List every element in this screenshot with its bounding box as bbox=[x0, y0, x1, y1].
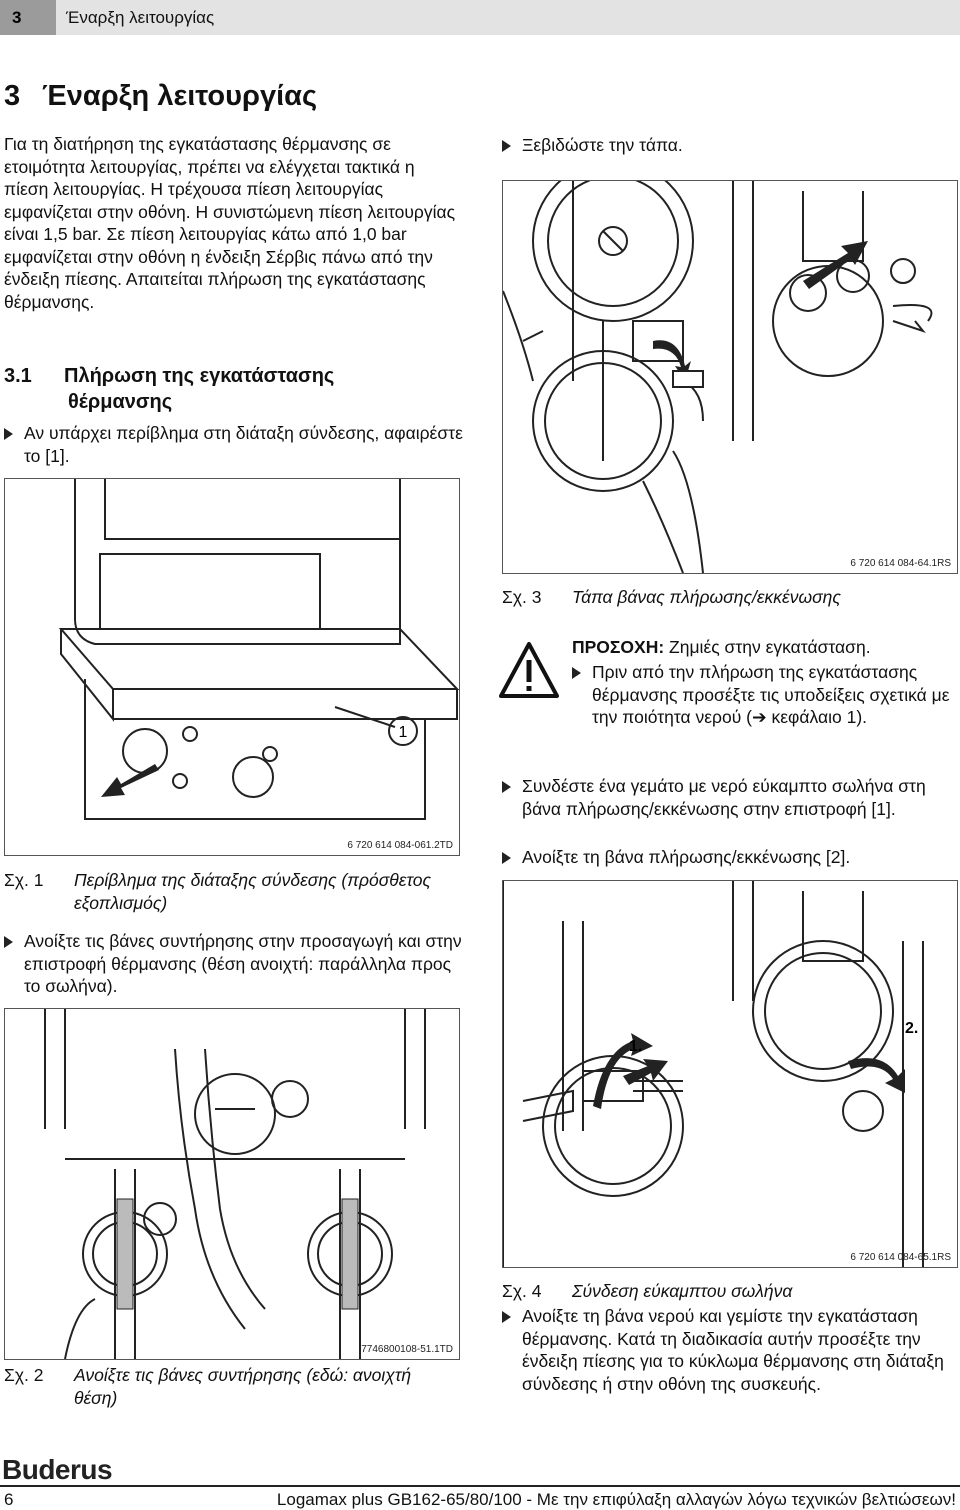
warning-title: ΠΡΟΣΟΧΗ: Ζημιές στην εγκατάσταση. bbox=[572, 636, 871, 659]
step-arrow-icon bbox=[502, 140, 511, 152]
figure-3-cap: 6 720 614 084-64.1RS bbox=[502, 180, 958, 574]
section-heading: 3 Έναρξη λειτουργίας bbox=[4, 80, 317, 113]
warning-triangle-icon bbox=[499, 642, 559, 698]
figure-1-callout: 1 bbox=[399, 724, 408, 741]
footer-divider bbox=[0, 1485, 960, 1487]
step-fill-system: Ανοίξτε τη βάνα νερού και γεμίστε την εγ… bbox=[502, 1305, 956, 1395]
warning-step: Πριν από την πλήρωση της εγκατάστασης θέ… bbox=[572, 661, 956, 729]
subsection-title-line1: Πλήρωση της εγκατάστασης bbox=[64, 365, 335, 387]
step-arrow-icon bbox=[572, 667, 581, 679]
figure-2-id: 7746800108-51.1TD bbox=[361, 1344, 453, 1355]
step-open-valves: Ανοίξτε τις βάνες συντήρησης στην προσαγ… bbox=[4, 930, 464, 998]
warning-label: ΠΡΟΣΟΧΗ: bbox=[572, 637, 665, 657]
step-connect-hose: Συνδέστε ένα γεμάτο με νερό εύκαμπτο σωλ… bbox=[502, 775, 956, 820]
warning-title-text: Ζημιές στην εγκατάσταση. bbox=[664, 637, 871, 657]
figure-3-drawing bbox=[503, 181, 933, 573]
figure-1-id: 6 720 614 084-061.2TD bbox=[347, 840, 453, 851]
figure-4-hose: 1. 2. 6 720 614 084-65.1RS bbox=[502, 880, 958, 1268]
figure-4-step2-label: 2. bbox=[905, 1020, 918, 1037]
step-arrow-icon bbox=[502, 1311, 511, 1323]
section-number: 3 bbox=[4, 80, 21, 112]
subsection-title-line2: θέρμανσης bbox=[68, 391, 173, 413]
page-header: 3 Έναρξη λειτουργίας bbox=[0, 0, 960, 35]
figure-1-casing: 1 6 720 614 084-061.2TD bbox=[4, 478, 460, 856]
figure-4-caption: Σχ. 4 Σύνδεση εύκαμπτου σωλήνα bbox=[502, 1281, 793, 1301]
page-number: 6 bbox=[4, 1490, 14, 1509]
step-arrow-icon bbox=[4, 936, 13, 948]
figure-4-drawing: 1. 2. bbox=[503, 881, 924, 1267]
chapter-title: Έναρξη λειτουργίας bbox=[66, 8, 215, 27]
step-open-fill-valve: Ανοίξτε τη βάνα πλήρωσης/εκκένωσης [2]. bbox=[502, 846, 956, 869]
figure-1-drawing: 1 bbox=[58, 479, 459, 820]
subsection-number: 3.1 bbox=[4, 365, 32, 387]
step-arrow-icon bbox=[502, 852, 511, 864]
chapter-number: 3 bbox=[0, 0, 56, 35]
figure-1-caption: Σχ. 1 Περίβλημα της διάταξης σύνδεσης (π… bbox=[4, 870, 432, 913]
section-title: Έναρξη λειτουργίας bbox=[42, 80, 318, 112]
figure-3-id: 6 720 614 084-64.1RS bbox=[850, 558, 951, 569]
figure-4-step1-label: 1. bbox=[629, 1038, 642, 1055]
footer-text: Logamax plus GB162-65/80/100 - Με την επ… bbox=[276, 1490, 956, 1509]
figure-4-id: 6 720 614 084-65.1RS bbox=[850, 1252, 951, 1263]
figure-2-drawing bbox=[44, 1009, 426, 1359]
subsection-heading: 3.1 Πλήρωση της εγκατάστασης θέρμανσης bbox=[4, 363, 335, 413]
step-unscrew-cap: Ξεβιδώστε την τάπα. bbox=[502, 134, 956, 157]
step-remove-casing: Αν υπάρχει περίβλημα στη διάταξη σύνδεση… bbox=[4, 422, 464, 467]
intro-paragraph: Για τη διατήρηση της εγκατάστασης θέρμαν… bbox=[4, 134, 456, 312]
figure-2-valves: 7746800108-51.1TD bbox=[4, 1008, 460, 1360]
figure-3-caption: Σχ. 3 Τάπα βάνας πλήρωσης/εκκένωσης bbox=[502, 587, 841, 607]
brand-logo: Buderus bbox=[2, 1454, 113, 1485]
step-arrow-icon bbox=[4, 428, 13, 440]
step-arrow-icon bbox=[502, 781, 511, 793]
figure-2-caption: Σχ. 2 Ανοίξτε τις βάνες συντήρησης (εδώ:… bbox=[4, 1365, 412, 1408]
